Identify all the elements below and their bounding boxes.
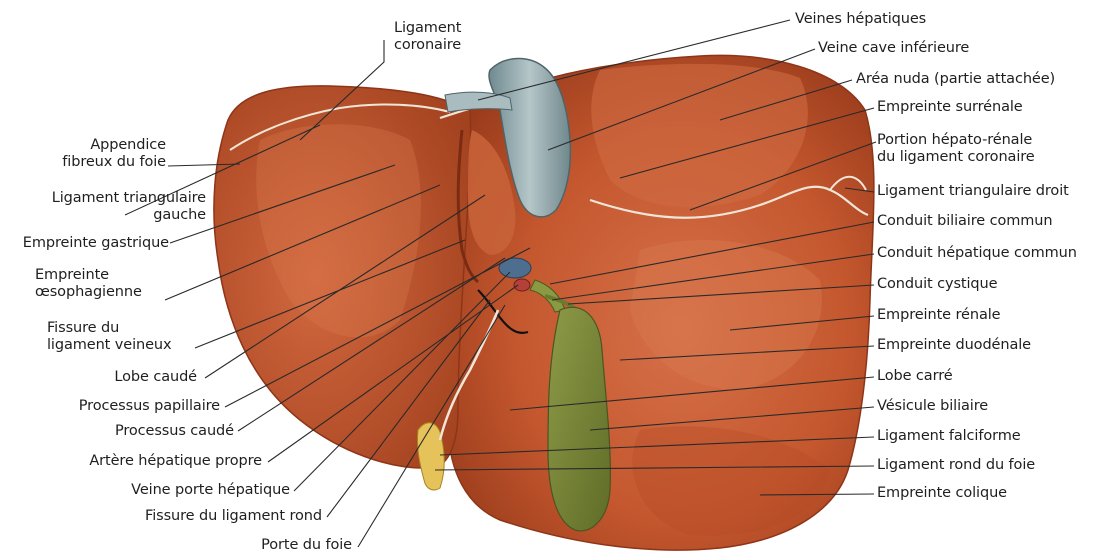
label-processus-papillaire: Processus papillaire — [79, 398, 220, 415]
label-fissure-lig-rond: Fissure du ligament rond — [145, 508, 322, 525]
label-veines-hepatiques: Veines hépatiques — [795, 11, 926, 28]
label-lig-falciforme: Ligament falciforme — [877, 428, 1021, 445]
label-veine-porte: Veine porte hépatique — [131, 482, 290, 499]
label-lig-triangulaire-gauche: Ligament triangulaire gauche — [52, 190, 206, 224]
label-veine-cave: Veine cave inférieure — [818, 40, 969, 57]
label-appendice: Appendice fibreux du foie — [62, 137, 166, 171]
label-conduit-biliaire: Conduit biliaire commun — [877, 213, 1052, 230]
label-lig-rond: Ligament rond du foie — [877, 457, 1035, 474]
label-portion-hepato-renale: Portion hépato-rénale du ligament corona… — [877, 132, 1035, 166]
hepatic-artery — [514, 279, 530, 291]
label-empreinte-renale: Empreinte rénale — [877, 307, 1000, 324]
portal-vein — [499, 258, 531, 278]
label-lobe-carre: Lobe carré — [877, 368, 953, 385]
label-lig-triangulaire-droit: Ligament triangulaire droit — [877, 183, 1069, 200]
label-ligament-coronaire: Ligament coronaire — [394, 20, 461, 54]
label-empreinte-colique: Empreinte colique — [877, 485, 1007, 502]
label-fissure-lig-veineux: Fissure du ligament veineux — [47, 320, 172, 354]
label-conduit-cystique: Conduit cystique — [877, 276, 997, 293]
label-empreinte-gastrique: Empreinte gastrique — [23, 235, 169, 252]
round-ligament — [417, 423, 444, 490]
label-artere-hepatique: Artère hépatique propre — [89, 453, 262, 470]
label-lobe-caude: Lobe caudé — [114, 369, 197, 386]
hepatic-vein-branch — [445, 92, 512, 112]
label-vesicule: Vésicule biliaire — [877, 398, 988, 415]
label-processus-caude: Processus caudé — [115, 423, 234, 440]
label-empreinte-surrenale: Empreinte surrénale — [877, 99, 1023, 116]
gallbladder — [548, 307, 610, 531]
label-empreinte-oeso: Empreinte œsophagienne — [35, 267, 142, 301]
label-area-nuda: Aréa nuda (partie attachée) — [856, 71, 1055, 88]
label-porte-foie: Porte du foie — [261, 537, 352, 554]
label-empreinte-duodenale: Empreinte duodénale — [877, 337, 1031, 354]
label-conduit-hepatique: Conduit hépatique commun — [877, 245, 1077, 262]
